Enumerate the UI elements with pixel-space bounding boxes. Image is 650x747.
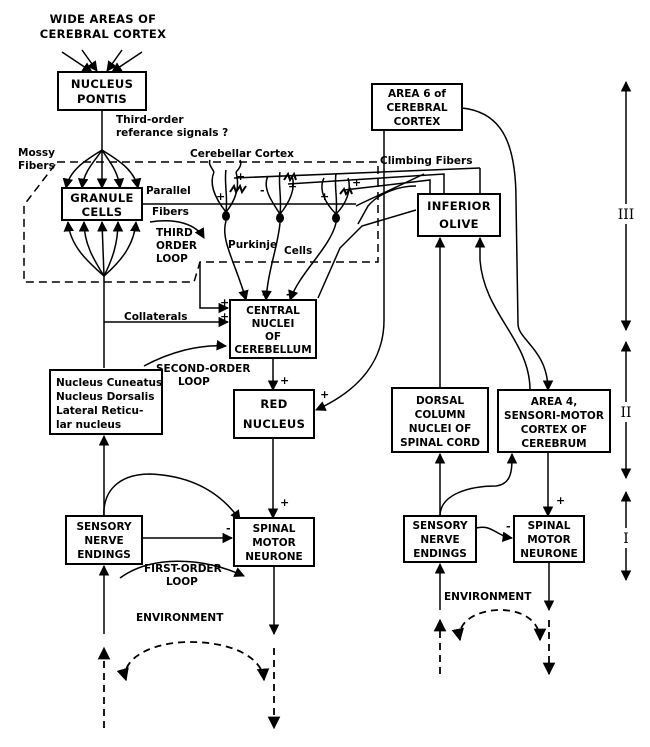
third-order-ref-line-1: Third-order — [116, 114, 184, 126]
dorsal-column-line-1: DORSAL — [416, 395, 464, 407]
cerebellar-cortex-label: Cerebellar Cortex — [190, 148, 294, 160]
level-indicator: III II I — [612, 80, 640, 582]
mossy-fibers-line-2: Fibers — [18, 160, 55, 172]
area6-line-2: CEREBRAL — [386, 102, 447, 114]
third-order-loop-line-2: ORDER — [156, 240, 197, 252]
svg-text:-: - — [506, 520, 511, 533]
central-nuclei-line-2: NUCLEI — [252, 318, 295, 330]
red-nucleus-line-1: RED — [260, 397, 287, 411]
dorsal-column-line-4: SPINAL CORD — [400, 437, 480, 449]
climbing-fibers-label: Climbing Fibers — [380, 155, 472, 167]
central-nuclei-box: CENTRAL NUCLEI OF CEREBELLUM — [229, 299, 317, 359]
inferior-olive-line-2: OLIVE — [439, 217, 479, 231]
fibers-label: Fibers — [152, 206, 189, 218]
central-nuclei-line-3: OF — [265, 331, 281, 343]
level-III: III — [618, 207, 635, 223]
first-order-loop-line-2: LOOP — [166, 576, 198, 588]
area4-line-1: AREA 4, — [531, 396, 577, 408]
red-nucleus-line-2: NUCLEUS — [243, 417, 305, 431]
purkinje-label: Purkinje — [228, 239, 277, 251]
sensory-left-line-3: ENDINGS — [77, 549, 131, 561]
parallel-label: Parallel — [146, 185, 191, 197]
title-line-2: CEREBRAL CORTEX — [40, 27, 166, 41]
nucleus-pontis-line-1: NUCLEUS — [71, 77, 133, 91]
svg-text:+: + — [280, 496, 289, 509]
svg-text:+: + — [216, 190, 225, 203]
purkinje-cell-2 — [265, 171, 297, 223]
environment-left-label: ENVIRONMENT — [136, 612, 224, 624]
sensory-left-line-2: NERVE — [84, 535, 123, 547]
nucleus-pontis-box: NUCLEUS PONTIS — [57, 71, 147, 111]
svg-text:+: + — [280, 374, 289, 387]
spinal-left-line-3: NEURONE — [245, 551, 302, 563]
cerebellar-cortex-boundary — [23, 161, 379, 283]
spinal-right-line-1: SPINAL — [528, 520, 571, 532]
spinal-right-line-3: NEURONE — [520, 548, 577, 560]
red-nucleus-box: RED NUCLEUS — [233, 389, 315, 439]
level-I: I — [623, 531, 629, 547]
area4-line-2: SENSORI-MOTOR — [504, 410, 604, 422]
spinal-motor-neurone-right-box: SPINAL MOTOR NEURONE — [513, 515, 585, 563]
third-order-loop-line-1: THIRD — [156, 227, 193, 239]
central-nuclei-line-4: CEREBELLUM — [234, 344, 311, 356]
svg-text:-: - — [226, 522, 231, 535]
spinal-left-line-2: MOTOR — [252, 537, 296, 549]
sensory-nerve-endings-left-box: SENSORY NERVE ENDINGS — [65, 515, 143, 565]
spinal-left-line-1: SPINAL — [253, 523, 296, 535]
svg-text:+: + — [236, 170, 245, 183]
area4-line-4: CEREBRUM — [521, 438, 586, 450]
inferior-olive-box: INFERIOR OLIVE — [417, 193, 501, 237]
svg-text:-: - — [262, 288, 267, 301]
nucleus-cuneatus-line-3: Lateral Reticu- — [56, 405, 143, 417]
svg-text:-: - — [260, 184, 265, 197]
svg-text:+: + — [220, 310, 229, 323]
sensory-right-line-3: ENDINGS — [413, 548, 467, 560]
svg-text:+: + — [320, 388, 329, 401]
nucleus-cuneatus-line-1: Nucleus Cuneatus — [56, 377, 162, 389]
sensory-left-line-1: SENSORY — [76, 521, 132, 533]
sensory-nerve-endings-right-box: SENSORY NERVE ENDINGS — [403, 515, 477, 563]
spinal-right-line-2: MOTOR — [527, 534, 571, 546]
sensory-right-line-2: NERVE — [420, 534, 459, 546]
granule-cells-line-2: CELLS — [82, 205, 123, 219]
level-II: II — [620, 405, 631, 421]
dorsal-column-box: DORSAL COLUMN NUCLEI OF SPINAL CORD — [391, 387, 489, 453]
title-line-1: WIDE AREAS OF — [50, 12, 157, 26]
svg-text:+: + — [352, 176, 361, 189]
nucleus-pontis-line-2: PONTIS — [77, 92, 127, 106]
spinal-motor-neurone-left-box: SPINAL MOTOR NEURONE — [233, 517, 315, 567]
area4-line-3: CORTEX OF — [521, 424, 587, 436]
dorsal-column-line-2: COLUMN — [415, 409, 466, 421]
svg-text:+: + — [556, 494, 565, 507]
first-order-loop-line-1: FIRST-ORDER — [144, 563, 222, 575]
mossy-fibers-line-1: Mossy — [18, 147, 55, 159]
third-order-loop-line-3: LOOP — [156, 253, 188, 265]
cells-label: Cells — [284, 245, 312, 257]
collaterals-label: Collaterals — [124, 311, 187, 323]
sensory-right-line-1: SENSORY — [412, 520, 468, 532]
nucleus-cuneatus-line-4: lar nucleus — [56, 419, 121, 431]
area6-line-1: AREA 6 of — [388, 88, 446, 100]
second-order-loop-line-2: LOOP — [178, 376, 210, 388]
second-order-loop-line-1: SECOND-ORDER — [156, 363, 250, 375]
inferior-olive-line-1: INFERIOR — [427, 199, 491, 213]
granule-cells-box: GRANULE CELLS — [61, 187, 143, 221]
environment-right-label: ENVIRONMENT — [444, 591, 532, 603]
central-nuclei-line-1: CENTRAL — [246, 305, 300, 317]
area-6-box: AREA 6 of CEREBRAL CORTEX — [371, 83, 463, 131]
top-title: WIDE AREAS OF CEREBRAL CORTEX — [40, 12, 166, 41]
third-order-ref-line-2: referance signals ? — [116, 127, 228, 139]
area6-line-3: CORTEX — [394, 116, 441, 128]
svg-text:-: - — [286, 288, 291, 301]
svg-text:+: + — [288, 180, 297, 193]
dorsal-column-line-3: NUCLEI OF — [409, 423, 472, 435]
nucleus-cuneatus-line-2: Nucleus Dorsalis — [56, 391, 154, 403]
area-4-box: AREA 4, SENSORI-MOTOR CORTEX OF CEREBRUM — [497, 389, 611, 453]
svg-text:+: + — [220, 296, 229, 309]
granule-cells-line-1: GRANULE — [70, 191, 133, 205]
svg-text:-: - — [240, 288, 245, 301]
nucleus-cuneatus-box: Nucleus Cuneatus Nucleus Dorsalis Latera… — [49, 369, 163, 435]
